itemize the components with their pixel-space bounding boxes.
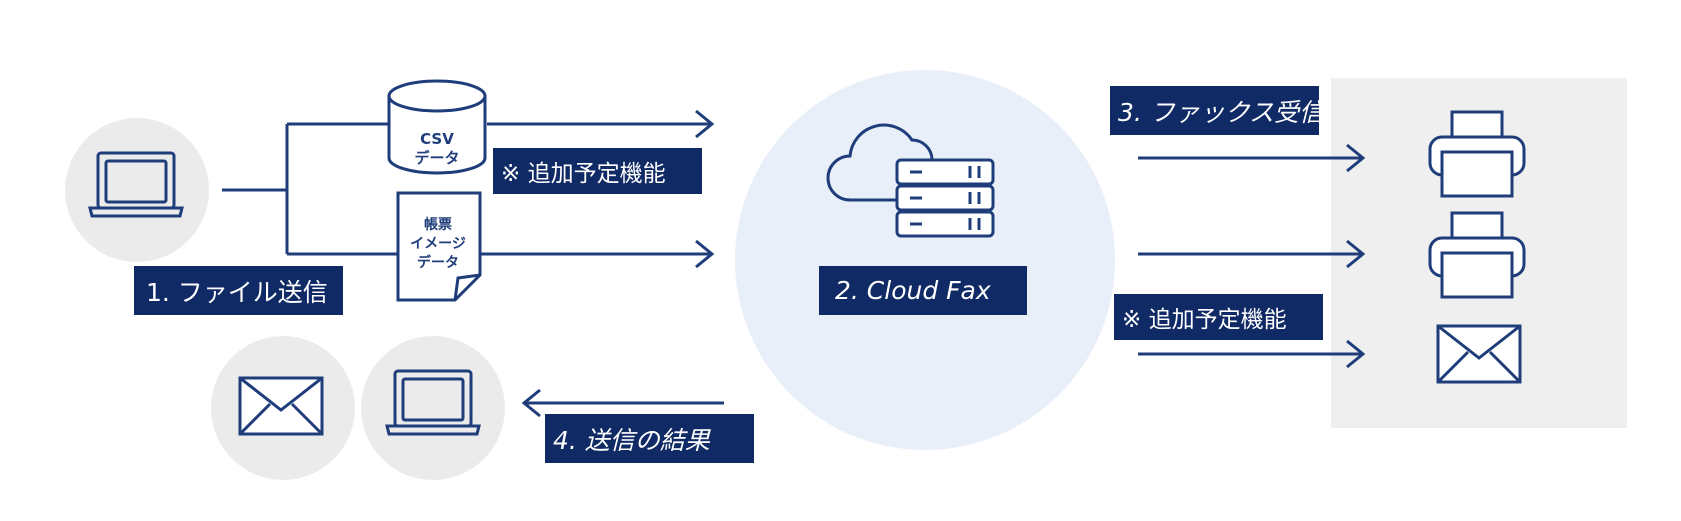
sender-laptop-circle: [65, 118, 209, 262]
database-icon: [387, 79, 487, 175]
form-label-line3: データ: [417, 254, 459, 271]
csv-label-line2: データ: [414, 149, 459, 167]
envelope-icon: [1436, 324, 1522, 384]
envelope-icon: [238, 376, 324, 436]
form-label-line2: イメージ: [410, 236, 466, 252]
printer-icon: [1428, 211, 1526, 299]
cloud-fax-circle: [735, 70, 1115, 450]
planned-feature-label: ※ 追加予定機能: [493, 148, 702, 194]
step-send-result-label: 4. 送信の結果: [545, 414, 754, 463]
laptop-icon: [385, 369, 481, 436]
laptop-icon: [88, 151, 184, 218]
step-file-send-label: 1. ファイル送信: [134, 266, 343, 315]
result-laptop-circle: [361, 336, 505, 480]
planned-feature-label: ※ 追加予定機能: [1114, 294, 1323, 340]
step-cloud-fax-label: 2. Cloud Fax: [819, 266, 1027, 315]
branch-connector: [222, 122, 397, 256]
cloud-server-icon: [826, 123, 995, 238]
document-icon: [396, 191, 482, 302]
form-label-line1: 帳票: [424, 216, 452, 233]
step-fax-receive-label: 3. ファックス受信: [1110, 86, 1324, 135]
printer-icon: [1428, 110, 1526, 198]
csv-label-line1: CSV: [420, 130, 454, 148]
